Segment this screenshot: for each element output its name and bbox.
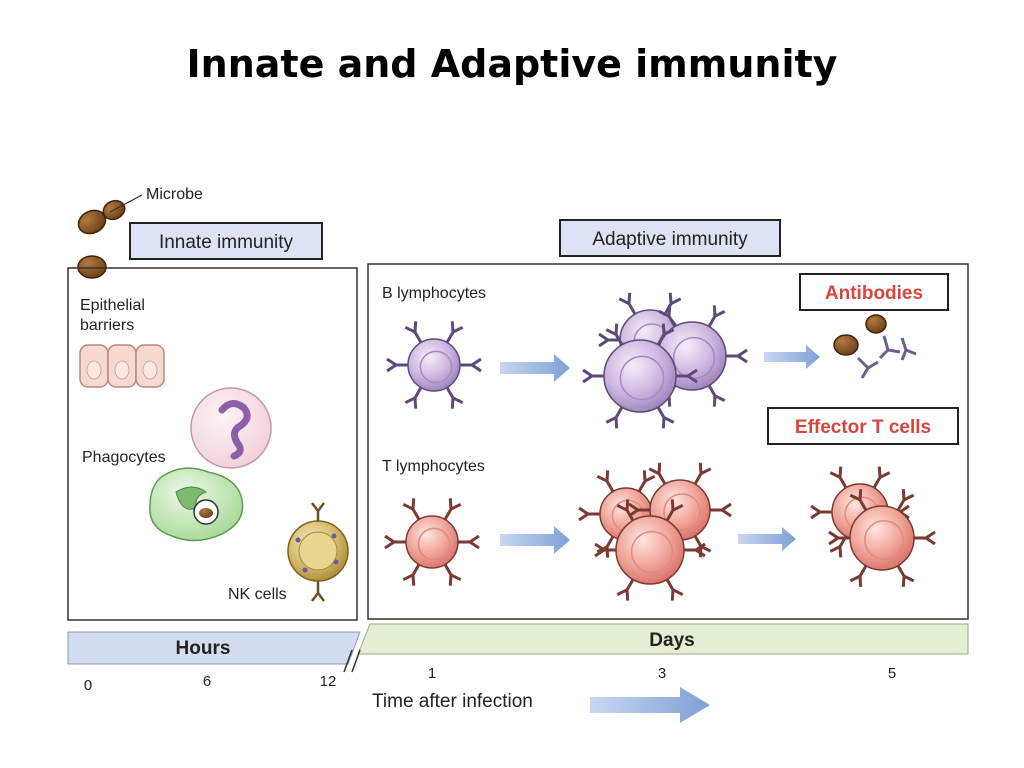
antibodies-label-box [799, 273, 949, 311]
antibody-microbe-complex-icon [833, 314, 917, 379]
days-bar: Days [357, 623, 969, 655]
progression-arrows [500, 345, 820, 554]
nk-cells-label: NK cells [228, 586, 287, 603]
innate-label-box [129, 222, 323, 260]
adaptive-immunity-label: Adaptive immunity [592, 229, 748, 250]
tick-label: 12 [320, 673, 337, 690]
b-lymphocyte-icon [386, 321, 482, 409]
epithelial-barriers-label: Epithelial barriers [80, 297, 149, 334]
tick-label: 5 [888, 665, 896, 682]
t-lymphocyte-icon [594, 499, 706, 601]
t-lymphocyte-icon [828, 489, 936, 587]
epithelial-cells-icon [79, 344, 165, 388]
microbe-label: Microbe [146, 186, 203, 203]
microbe-pointer [109, 194, 143, 213]
neutrophil-icon [190, 387, 272, 469]
timeline-ticks: 0 6 12 1 3 5 [84, 665, 896, 694]
b-lymphocytes-label: B lymphocytes [382, 285, 486, 302]
innate-immunity-label: Innate immunity [159, 232, 294, 253]
time-axis-label: Time after infection [372, 691, 533, 712]
tick-label: 3 [658, 665, 666, 682]
slide-title: Innate and Adaptive immunity [186, 42, 838, 86]
t-lymphocytes-label: T lymphocytes [382, 458, 485, 475]
adaptive-panel [367, 263, 969, 620]
antibodies-label: Antibodies [825, 283, 923, 304]
phagocytes-label: Phagocytes [82, 449, 166, 466]
tick-label: 1 [428, 665, 436, 682]
days-label: Days [649, 630, 694, 651]
effector-t-cells-label-box [767, 407, 959, 445]
tick-label: 0 [84, 677, 92, 694]
b-lymphocyte-icon [582, 323, 698, 429]
innate-panel [67, 267, 358, 621]
hours-label: Hours [176, 638, 231, 659]
microbe-icon [77, 199, 126, 279]
axis-break-mark [343, 649, 361, 673]
tick-label: 6 [203, 673, 211, 690]
nk-cell-icon [287, 502, 349, 602]
effector-t-cells-label: Effector T cells [795, 417, 931, 438]
adaptive-label-box [559, 219, 781, 257]
time-arrow-icon [590, 687, 710, 723]
hours-bar: Hours [67, 631, 361, 665]
phagocyte-icon [149, 467, 244, 542]
t-lymphocyte-icon [384, 498, 480, 586]
